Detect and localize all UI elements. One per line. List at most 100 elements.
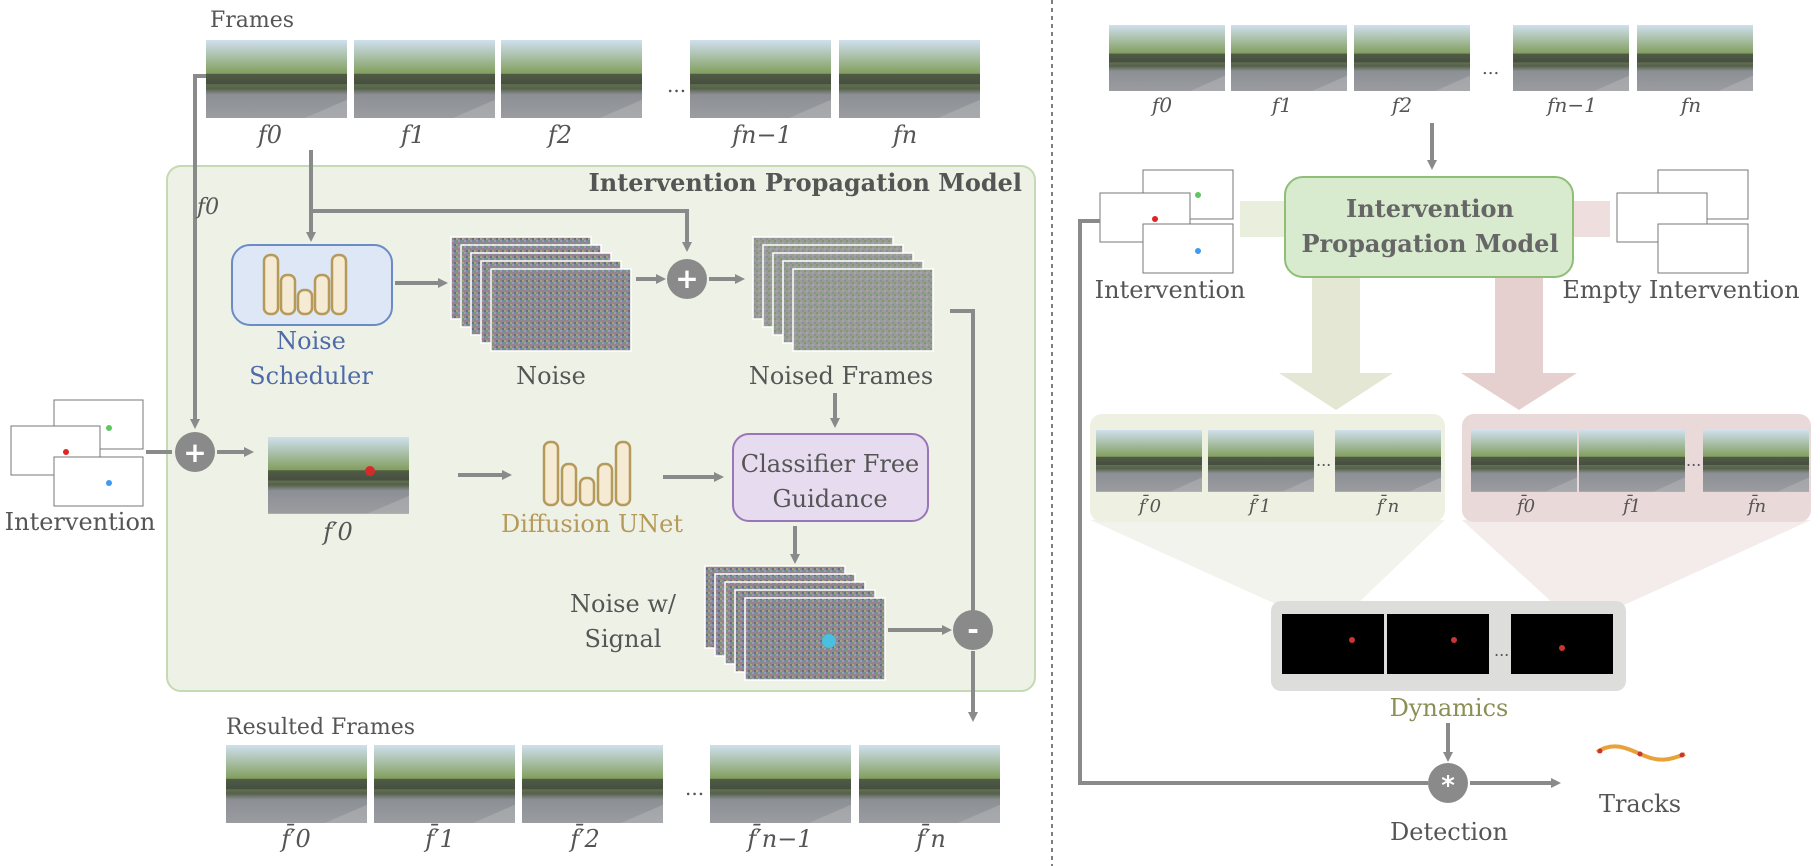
intervention-label-left: Intervention xyxy=(5,508,156,536)
empty-output-arrow xyxy=(1461,272,1577,410)
empty-intervention-label: Empty Intervention xyxy=(1562,276,1799,304)
result-frame-n-1 xyxy=(710,745,851,823)
diffusion-unet-label: Diffusion UNet xyxy=(501,510,683,538)
noise-stack-icon xyxy=(450,236,632,352)
empty-label-n: f̄n xyxy=(1746,493,1766,517)
frame-fn xyxy=(839,40,980,118)
detection-label: Detection xyxy=(1390,818,1508,846)
result-frame-0 xyxy=(226,745,367,823)
empty-frames xyxy=(1471,430,1809,492)
noised-frames-stack xyxy=(752,236,934,352)
right-model-title-1: Intervention xyxy=(1346,194,1514,223)
empty-ellipsis: ... xyxy=(1686,451,1701,470)
red-object xyxy=(365,466,375,476)
intervention-band xyxy=(1240,201,1290,237)
right-frame-label-fn-1: fn−1 xyxy=(1545,93,1597,117)
right-frame-label-fn: fn xyxy=(1679,93,1701,117)
noise-signal-stack xyxy=(704,565,886,681)
dynamics-frames xyxy=(1282,614,1613,674)
f0-prime-label: f′0 xyxy=(321,518,353,546)
f0-side-label: f0 xyxy=(195,195,219,220)
noise-label: Noise xyxy=(516,362,586,390)
track-curve-icon xyxy=(1595,744,1686,762)
cfg-label-1: Classifier Free xyxy=(741,450,920,478)
tracks-label: Tracks xyxy=(1599,790,1681,818)
resulted-frames-label: Resulted Frames xyxy=(226,715,415,740)
result-label-n-1: f̄′n−1 xyxy=(745,824,812,853)
result-ellipsis: ... xyxy=(685,776,704,800)
minus-symbol: - xyxy=(967,613,979,646)
noise-scheduler-label-2: Scheduler xyxy=(249,362,373,390)
track-point xyxy=(1637,751,1643,757)
plus-icon xyxy=(667,259,707,299)
frame-fn-1 xyxy=(690,40,831,118)
noised-frames-label: Noised Frames xyxy=(749,362,933,390)
right-frame-label-f1: f1 xyxy=(1270,93,1292,117)
empty-label-0: f̄0 xyxy=(1515,493,1535,517)
noise-signal-label-2: Signal xyxy=(585,625,662,653)
intervened-label-1: f̄′1 xyxy=(1247,493,1271,517)
frame-f2 xyxy=(501,40,642,118)
unet-icon xyxy=(262,253,348,316)
intervention-loop-line xyxy=(1078,219,1428,785)
track-point xyxy=(1679,752,1685,758)
minus-icon xyxy=(953,610,993,650)
intervened-label-0: f̄′0 xyxy=(1137,493,1161,517)
dynamics-ellipsis: ... xyxy=(1494,641,1509,660)
frames-label: Frames xyxy=(210,8,294,33)
empty-label-1: f̄1 xyxy=(1621,493,1641,517)
result-label-n: f̄′n xyxy=(914,824,946,853)
empty-intervention-boxes xyxy=(1616,169,1749,274)
frame-f1 xyxy=(354,40,495,118)
result-frame-1 xyxy=(374,745,515,823)
result-frame-2 xyxy=(522,745,663,823)
intervened-label-n: f̄′n xyxy=(1375,493,1399,517)
plus-icon xyxy=(175,432,215,472)
intervened-output-arrow xyxy=(1279,272,1393,410)
right-input-frames xyxy=(1109,25,1753,91)
intervened-fan xyxy=(1090,520,1445,605)
frame-label-fn-1: fn−1 xyxy=(730,121,792,149)
frame-f0-prime xyxy=(268,437,409,514)
model-title: Intervention Propagation Model xyxy=(589,168,1022,197)
noise-scheduler-label-1: Noise xyxy=(276,327,346,355)
frame-label-f2: f2 xyxy=(546,121,572,149)
frame-label-fn: fn xyxy=(891,121,917,149)
track-point xyxy=(1597,748,1603,754)
frame-label-f0: f0 xyxy=(256,121,282,149)
frame-label-f1: f1 xyxy=(399,121,425,149)
noise-scheduler-box xyxy=(231,244,393,326)
plus-symbol-left: + xyxy=(183,436,206,469)
result-label-1: f̄′1 xyxy=(423,824,455,853)
result-frame-n xyxy=(859,745,1000,823)
right-model-title-2: Propagation Model xyxy=(1301,229,1558,258)
right-frame-label-f0: f0 xyxy=(1150,93,1172,117)
intervened-frames xyxy=(1096,430,1441,492)
right-frames-ellipsis: ... xyxy=(1482,58,1499,79)
noised-to-minus-line xyxy=(950,309,975,611)
diffusion-unet-icon xyxy=(542,440,632,507)
intervened-ellipsis: ... xyxy=(1316,451,1331,470)
intervention-boxes xyxy=(10,399,144,507)
input-frames xyxy=(206,40,980,118)
frame-f0 xyxy=(206,40,347,118)
dynamics-label: Dynamics xyxy=(1390,694,1509,722)
star-icon xyxy=(1428,763,1468,803)
empty-fan xyxy=(1462,520,1811,605)
right-frame-label-f2: f2 xyxy=(1390,93,1412,117)
result-label-0: f̄′0 xyxy=(279,824,311,853)
right-intervention-label: Intervention xyxy=(1095,276,1246,304)
cfg-label-2: Guidance xyxy=(772,485,887,513)
right-model-box xyxy=(1284,176,1574,278)
cfg-box xyxy=(732,433,929,522)
f0-side-arrow xyxy=(190,74,206,429)
noise-signal-label-1: Noise w/ xyxy=(570,590,677,618)
frames-ellipsis: ... xyxy=(667,73,686,97)
f0-to-plus-arrow xyxy=(311,209,692,252)
star-symbol: * xyxy=(1441,771,1455,801)
result-label-2: f̄′2 xyxy=(568,824,600,853)
plus-symbol-top: + xyxy=(675,262,698,295)
right-intervention-boxes xyxy=(1099,169,1234,274)
resulted-frames xyxy=(226,745,1000,823)
